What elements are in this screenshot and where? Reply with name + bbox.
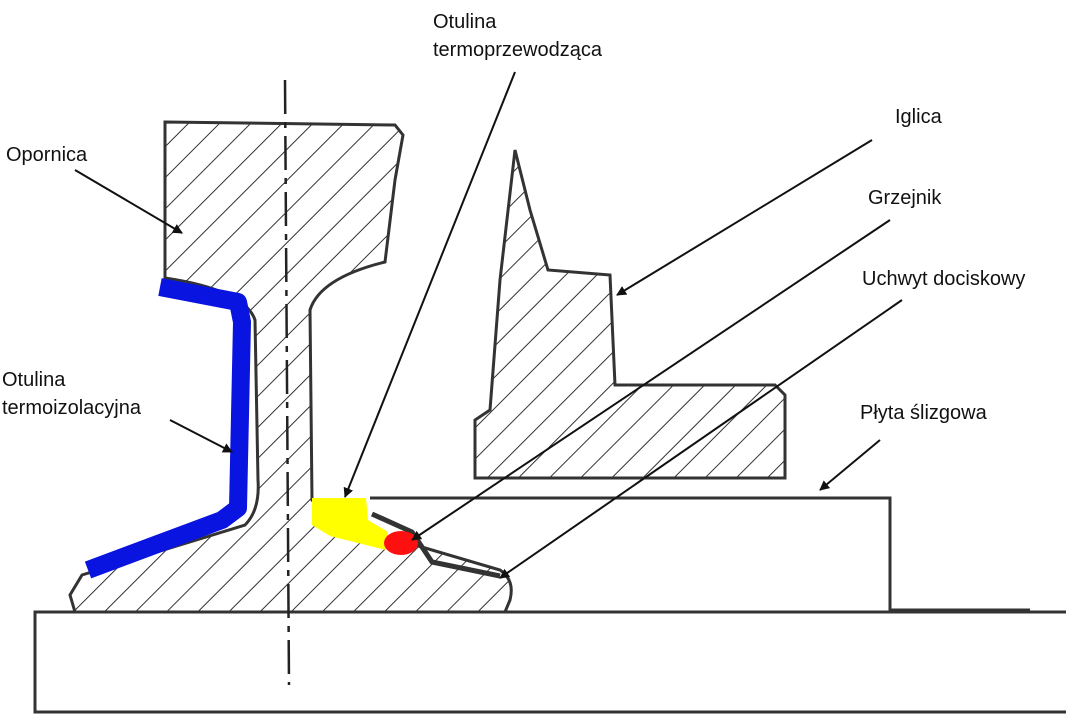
switch-blade: [473, 149, 787, 480]
label-otulina-izol-2: termoizolacyjna: [2, 397, 141, 419]
rail-centerline: [283, 79, 291, 686]
label-opornica: Opornica: [6, 144, 88, 166]
label-plyta: Płyta ślizgowa: [860, 402, 987, 424]
arrow-iglica: [616, 139, 873, 296]
label-otulina-przew-2: termoprzewodząca: [433, 39, 602, 61]
stock-rail: [68, 120, 513, 614]
heater: [384, 531, 418, 555]
arrow-uchwyt: [499, 299, 903, 579]
label-otulina-izol-1: Otulina: [2, 369, 66, 391]
label-grzejnik: Grzejnik: [868, 187, 942, 209]
base-sleeper: [33, 610, 1066, 714]
arrow-otulina-izol: [169, 419, 233, 453]
arrow-grzejnik: [411, 219, 891, 541]
arrow-plyta: [819, 439, 881, 491]
thermal-insulation: [84, 278, 251, 579]
arrow-otulina-przew: [343, 71, 516, 498]
slide-plate: [370, 496, 1030, 612]
label-iglica: Iglica: [895, 106, 942, 128]
clamp: [370, 511, 501, 579]
conductive-sheath: [312, 498, 388, 550]
arrow-opornica: [74, 169, 183, 234]
label-uchwyt: Uchwyt dociskowy: [862, 268, 1026, 290]
label-otulina-przew-1: Otulina: [433, 11, 497, 33]
